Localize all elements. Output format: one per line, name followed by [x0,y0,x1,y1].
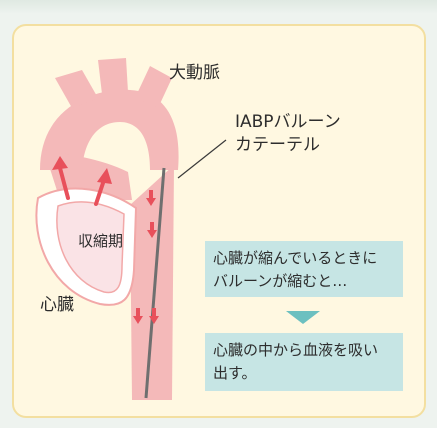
info-box1-line2: バルーンが縮むと… [213,270,395,293]
systole-label: 収縮期 [78,233,123,250]
catheter-label: IABPバルーン カテーテル [235,111,341,157]
down-triangle [286,311,320,324]
catheter-pointer [178,140,226,178]
catheter-label-line2: カテーテル [235,134,341,157]
heart-label: 心臓 [40,296,74,316]
aorta-label: 大動脈 [169,64,220,84]
info-box1-line1: 心臓が縮んでいるときに [213,247,395,270]
info-box-blood-drawn: 心臓の中から血液を吸い 出す。 [205,333,403,391]
info-box2-line2: 出す。 [213,362,395,385]
info-box2-line1: 心臓の中から血液を吸い [213,339,395,362]
catheter-label-line1: IABPバルーン [235,111,341,134]
aorta-branch-2 [98,58,128,94]
info-box-balloon-deflates: 心臓が縮んでいるときに バルーンが縮むと… [205,241,403,297]
